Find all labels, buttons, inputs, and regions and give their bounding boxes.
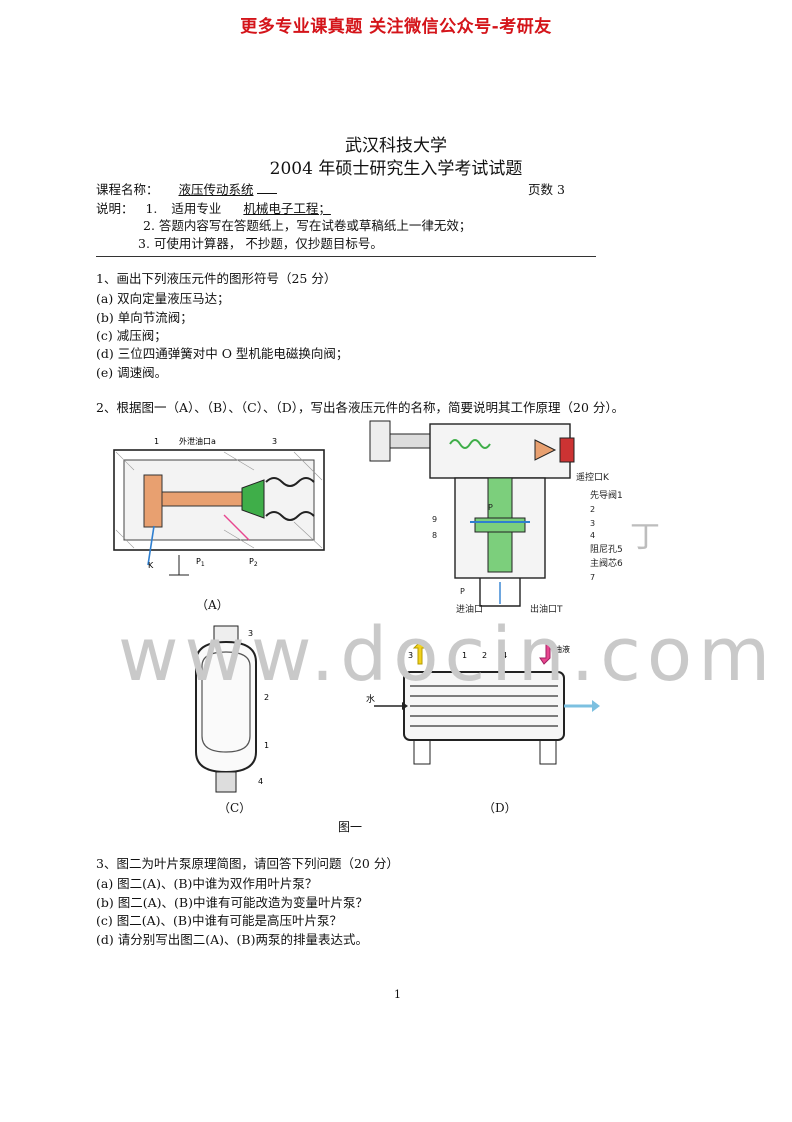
figure-d-diagram: 3 1 2 4 3 油液 水 (366, 642, 600, 765)
note-1: 说明： 1. 适用专业 机械电子工程； (96, 198, 331, 217)
note-1-number: 1. (145, 201, 158, 216)
fig-b-orifice: 阻尼孔5 (590, 544, 623, 555)
q3-title: 3、图二为叶片泵原理简图，请回答下列问题（20 分） (96, 856, 399, 871)
page-number: 1 (394, 988, 401, 1001)
fig-d-water-label: 水 (366, 693, 375, 705)
fig-d-oil-label: 油液 (554, 644, 570, 654)
fig-b-remote-port: 遥控口K (576, 471, 610, 483)
fig-d-label-1: 1 (462, 651, 467, 660)
q1-item-c: (c) 减压阀； (96, 328, 167, 343)
fig-a-label-3: 3 (272, 437, 277, 446)
fig-b-num-2: 2 (590, 505, 595, 514)
fig-c-label-1: 1 (264, 741, 269, 750)
fig-d-label-3-right: 3 (524, 651, 529, 660)
fig-b-p-upper: P (488, 503, 493, 512)
caption-c: （C） (218, 801, 252, 815)
figure-a-diagram: 1 外泄油口a 3 K P1 P2 (113, 436, 325, 576)
fig-d-label-3-left: 3 (408, 651, 413, 660)
caption-d: （D） (483, 801, 517, 815)
fig-a-label-drain: 外泄油口a (179, 436, 216, 446)
q3-item-d: (d) 请分别写出图二(A)、(B)两泵的排量表达式。 (96, 932, 368, 947)
course-label: 课程名称： (96, 182, 159, 197)
course-row: 课程名称： 液压传动系统 (96, 179, 278, 198)
fig-b-main-spool: 主阀芯6 (590, 557, 623, 569)
fig-b-inlet: 进油口 (456, 603, 483, 615)
university-name: 武汉科技大学 (345, 136, 447, 156)
figure-caption: 图一 (338, 820, 363, 834)
figure-b-diagram: 遥控口K 先导阀1 阻尼孔5 主阀芯6 进油口 出油口T 9 8 2 3 4 7… (369, 420, 623, 615)
fig-b-num-9: 9 (432, 515, 437, 524)
fig-b-num-8: 8 (432, 531, 437, 540)
fig-b-outlet: 出油口T (530, 603, 563, 615)
q1-item-a: (a) 双向定量液压马达； (96, 291, 230, 306)
fig-b-num-3: 3 (590, 519, 595, 528)
fig-b-num-7: 7 (590, 573, 595, 582)
fig-a-label-p2: P2 (249, 557, 258, 568)
fig-a-label-p1: P1 (196, 557, 205, 568)
fig-a-label-1: 1 (154, 437, 159, 446)
note-2: 2. 答题内容写在答题纸上，写在试卷或草稿纸上一律无效； (143, 218, 472, 233)
q3-item-c: (c) 图二(A)、(B)中谁有可能是高压叶片泵？ (96, 913, 342, 928)
note-1-value: 机械电子工程； (243, 201, 331, 216)
fig-c-label-3: 3 (248, 629, 253, 638)
fig-d-label-4: 4 (502, 651, 507, 660)
caption-a: （A） (196, 598, 229, 612)
promo-banner: 更多专业课真题 关注微信公众号-考研友 (240, 17, 552, 37)
fig-b-num-4: 4 (590, 531, 595, 540)
watermark-glyph: 丁 (630, 520, 660, 555)
q1-item-d: (d) 三位四通弹簧对中 O 型机能电磁换向阀； (96, 346, 349, 361)
fig-d-label-2: 2 (482, 651, 487, 660)
fig-c-label-4: 4 (258, 777, 263, 786)
fig-c-label-2: 2 (264, 693, 269, 702)
q1-item-b: (b) 单向节流阀； (96, 310, 193, 325)
fig-b-p-lower: P (460, 587, 465, 596)
page-count: 页数 3 (528, 182, 565, 197)
fig-a-label-k: K (148, 561, 154, 570)
fig-b-pilot-valve: 先导阀1 (590, 489, 623, 501)
notes-label: 说明： (96, 201, 134, 216)
watermark-text: www.docin.com (118, 612, 777, 698)
header-divider (96, 256, 596, 257)
q1-title: 1、画出下列液压元件的图形符号（25 分） (96, 271, 337, 286)
note-1-text: 适用专业 (171, 201, 222, 216)
exam-title: 2004 年硕士研究生入学考试试题 (269, 159, 523, 179)
course-name: 液压传动系统 (178, 182, 254, 197)
q2-title: 2、根据图一（A）、（B）、（C）、（D），写出各液压元件的名称，简要说明其工作… (96, 400, 625, 415)
figure-c-diagram: 3 2 1 4 (195, 625, 269, 793)
q1-item-e: (e) 调速阀。 (96, 365, 168, 380)
note-3: 3. 可使用计算器， 不抄题，仅抄题目标号。 (138, 236, 383, 251)
q3-item-b: (b) 图二(A)、(B)中谁有可能改造为变量叶片泵？ (96, 895, 368, 910)
q3-item-a: (a) 图二(A)、(B)中谁为双作用叶片泵？ (96, 876, 318, 891)
